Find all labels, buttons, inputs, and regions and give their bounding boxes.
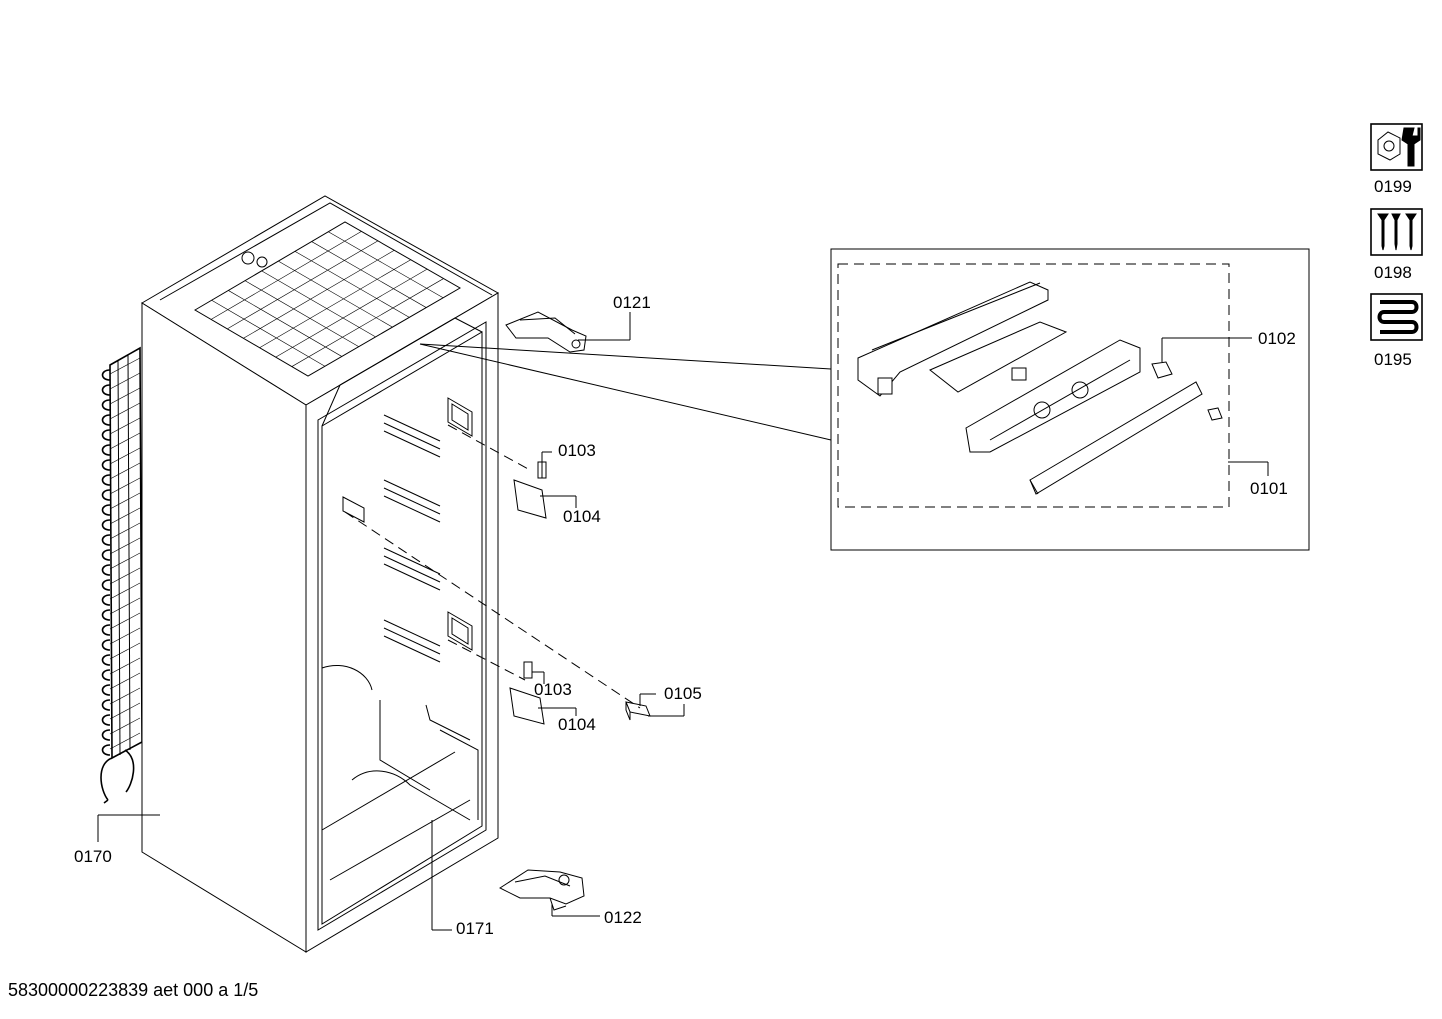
- heating-coil-icon[interactable]: [1370, 293, 1423, 341]
- screws-icon[interactable]: [1370, 208, 1423, 256]
- icon-label-0195: 0195: [1374, 350, 1412, 369]
- top-hinge: [505, 311, 587, 353]
- icon-label-0199: 0199: [1374, 177, 1412, 196]
- leader-lines: [97, 312, 685, 931]
- icon-label-0198: 0198: [1374, 263, 1412, 282]
- connector-0105: [625, 701, 651, 721]
- label-0122: 0122: [604, 908, 642, 927]
- nut-wrench-icon[interactable]: [1370, 123, 1423, 171]
- bottom-hinge: [498, 869, 585, 911]
- label-0171: 0171: [456, 919, 494, 938]
- detail-callout-box: [419, 248, 1310, 551]
- cover-plate-lower: [509, 661, 545, 725]
- label-0101: 0101: [1250, 479, 1288, 498]
- label-0103-upper: 0103: [558, 441, 596, 460]
- label-0170: 0170: [74, 847, 112, 866]
- assembly-line-0105: [344, 511, 641, 709]
- label-0104-upper: 0104: [563, 507, 601, 526]
- label-0103-lower: 0103: [534, 680, 572, 699]
- assembly-line-0103-lower: [447, 639, 526, 681]
- condenser-coil: [100, 346, 143, 804]
- label-0105: 0105: [664, 684, 702, 703]
- label-0121: 0121: [613, 293, 651, 312]
- cover-plate-upper: [513, 461, 547, 519]
- label-0104-lower: 0104: [558, 715, 596, 734]
- fridge-cabinet: [141, 195, 500, 953]
- document-code: 58300000223839 aet 000 a 1/5: [8, 980, 259, 1000]
- label-0102: 0102: [1258, 329, 1296, 348]
